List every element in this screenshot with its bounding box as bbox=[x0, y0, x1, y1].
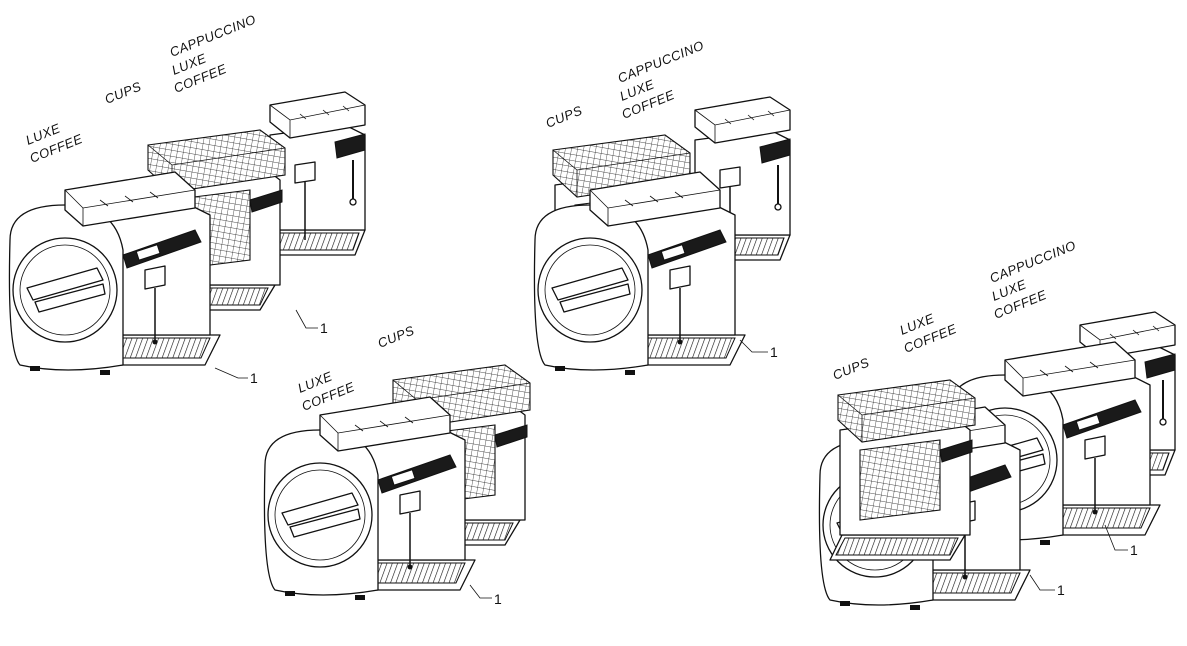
callout-leader bbox=[739, 339, 768, 353]
configuration-a: LUXE COFFEE CUPS CAPPUCCINO LUXE COFFEE … bbox=[8, 12, 366, 386]
callout-leader bbox=[469, 584, 492, 599]
configuration-c: LUXE COFFEE CUPS 1 bbox=[263, 323, 531, 607]
callout-leader bbox=[214, 367, 248, 379]
callout-number: 1 bbox=[250, 370, 258, 386]
label-cappuccino: CAPPUCCINO bbox=[988, 238, 1079, 286]
label-cups: CUPS bbox=[376, 323, 417, 351]
label-cups: CUPS bbox=[831, 355, 872, 383]
callout-number: 1 bbox=[770, 344, 778, 360]
callout-leader bbox=[295, 309, 318, 329]
cups-unit bbox=[829, 379, 976, 561]
callout-number: 1 bbox=[320, 320, 328, 336]
callout-leader bbox=[1029, 574, 1055, 591]
configuration-d: CUPS LUXE COFFEE CAPPUCCINO LUXE COFFEE … bbox=[818, 238, 1176, 611]
label-cappuccino: CAPPUCCINO bbox=[616, 38, 707, 86]
coffee-unit bbox=[8, 171, 221, 376]
label-cups: CUPS bbox=[103, 79, 144, 107]
callout-number: 1 bbox=[494, 591, 502, 607]
label-cappuccino: CAPPUCCINO bbox=[168, 12, 259, 60]
configuration-b: CUPS CAPPUCCINO LUXE COFFEE 1 bbox=[533, 38, 791, 376]
callout-number: 1 bbox=[1057, 582, 1065, 598]
callout-number: 1 bbox=[1130, 542, 1138, 558]
label-cups: CUPS bbox=[544, 103, 585, 131]
coffee-unit bbox=[263, 396, 476, 601]
callout-leader bbox=[1104, 524, 1128, 551]
